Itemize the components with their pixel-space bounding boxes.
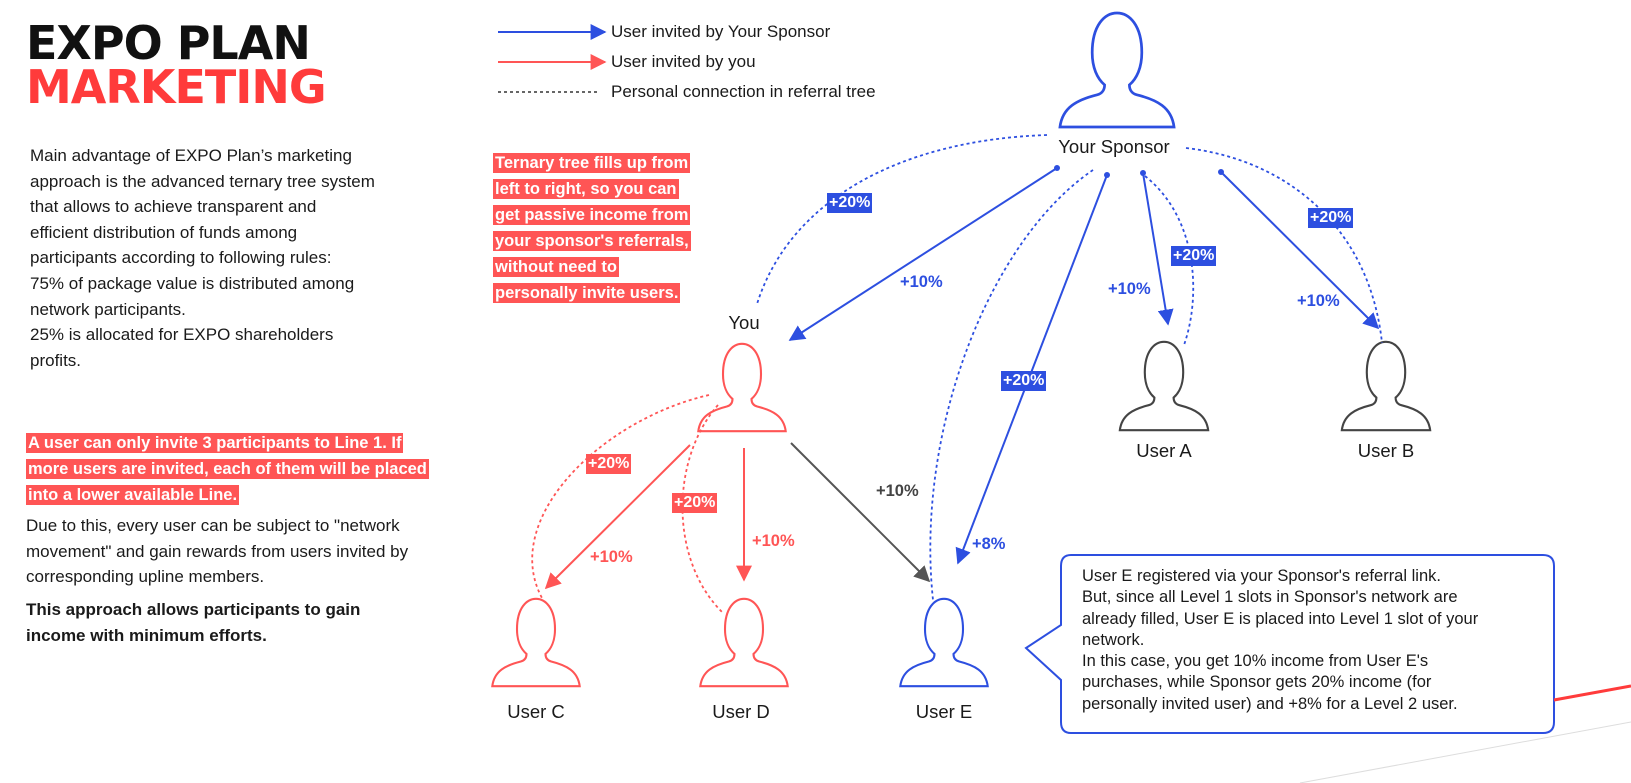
callout-line: In this case, you get 10% income from Us… — [1082, 652, 1429, 671]
badge-you-user-c: +20% — [586, 454, 632, 474]
badge-sponsor-user-a: +20% — [1171, 246, 1217, 266]
intro-line: that allows to achieve transparent and — [30, 197, 317, 217]
title-line-2: MARKETING — [26, 60, 327, 114]
title-line-1: EXPO PLAN — [26, 16, 311, 70]
rule-highlight-text: A user can only invite 3 participants to… — [26, 433, 429, 505]
node-label-user-d: User D — [712, 701, 770, 722]
callout-line: already filled, User E is placed into Le… — [1082, 609, 1479, 628]
user-e-person-icon — [899, 597, 989, 688]
user-c-person-icon — [491, 597, 581, 688]
approach-line: This approach allows participants to gai… — [26, 600, 361, 619]
node-label-user-c: User C — [507, 701, 565, 722]
intro-line: efficient distribution of funds among — [30, 222, 298, 242]
intro-line: Main advantage of EXPO Plan’s marketing — [30, 146, 352, 165]
legend-label: User invited by you — [611, 52, 756, 71]
ternary-note-box: Ternary tree fills up from left to right… — [493, 150, 703, 306]
pct-sponsor-user-b: +10% — [1297, 292, 1340, 310]
intro-line: profits. — [30, 350, 82, 370]
intro-line: participants according to following rule… — [30, 248, 332, 268]
callout-line: But, since all Level 1 slots in Sponsor'… — [1082, 588, 1458, 607]
node-label-user-b: User B — [1357, 440, 1415, 461]
user-b-person-icon — [1340, 340, 1432, 432]
intro-line: 25% is allocated for EXPO shareholders — [30, 325, 334, 345]
arrow-sponsor-to-user-e — [955, 174, 1108, 565]
badge-sponsor-user-e: +20% — [1001, 371, 1047, 391]
network-movement-text: Due to this, every user can be subject t… — [26, 513, 446, 590]
intro-text: Main advantage of EXPO Plan’s marketing … — [30, 143, 420, 373]
you-person-icon — [697, 342, 787, 433]
corner-divider-line — [1299, 721, 1631, 783]
callout-line: User E registered via your Sponsor's ref… — [1082, 567, 1441, 585]
user-a-person-icon — [1118, 340, 1210, 432]
callout-line: purchases, while Sponsor gets 20% income… — [1082, 673, 1432, 692]
intro-line: network participants. — [30, 299, 186, 319]
arrow-sponsor-to-user-a — [1142, 172, 1174, 326]
dotted-sponsor-you — [756, 134, 1048, 305]
pct-you-user-c: +10% — [590, 548, 633, 566]
due-line: Due to this, every user can be subject t… — [26, 516, 400, 535]
pct-sponsor-you: +10% — [900, 273, 943, 291]
pct-you-user-d: +10% — [752, 532, 795, 550]
badge-you-user-d: +20% — [672, 493, 718, 513]
dotted-sponsor-user-e — [929, 169, 1094, 601]
user-d-person-icon — [699, 597, 789, 688]
badge-sponsor-user-b: +20% — [1308, 208, 1354, 228]
pct-sponsor-user-a: +10% — [1108, 280, 1151, 298]
intro-line: 75% of package value is distributed amon… — [30, 273, 355, 293]
arrow-you-to-user-c — [544, 444, 691, 590]
corner-accent-line — [1553, 684, 1631, 702]
node-label-you: You — [728, 312, 760, 333]
legend-label: Personal connection in referral tree — [611, 82, 876, 101]
intro-line: approach is the advanced ternary tree sy… — [30, 171, 375, 191]
due-line: movement" and gain rewards from users in… — [26, 541, 409, 561]
sponsor-person-icon — [1058, 11, 1176, 129]
arrow-sponsor-to-you — [788, 167, 1058, 341]
callout-text: User E registered via your Sponsor's ref… — [1082, 566, 1542, 715]
arrow-you-to-user-e — [790, 442, 931, 583]
callout-bubble — [1024, 554, 1555, 734]
node-label-sponsor: Your Sponsor — [1058, 136, 1170, 157]
callout-line: network. — [1082, 630, 1145, 649]
node-label-user-a: User A — [1136, 440, 1192, 461]
legend-label: User invited by Your Sponsor — [611, 22, 831, 41]
dotted-you-user-c — [531, 394, 710, 599]
pct-you-user-e: +10% — [876, 482, 919, 500]
approach-text: This approach allows participants to gai… — [26, 597, 446, 648]
rule-highlight-box: A user can only invite 3 participants to… — [26, 430, 446, 508]
node-label-user-e: User E — [915, 701, 973, 722]
badge-sponsor-you: +20% — [827, 193, 873, 213]
approach-line: income with minimum efforts. — [26, 625, 267, 645]
callout-line: personally invited user) and +8% for a L… — [1082, 694, 1458, 713]
due-line: corresponding upline members. — [26, 567, 265, 587]
pct-sponsor-user-e: +8% — [972, 535, 1006, 553]
arrow-sponsor-to-user-b — [1220, 171, 1380, 330]
